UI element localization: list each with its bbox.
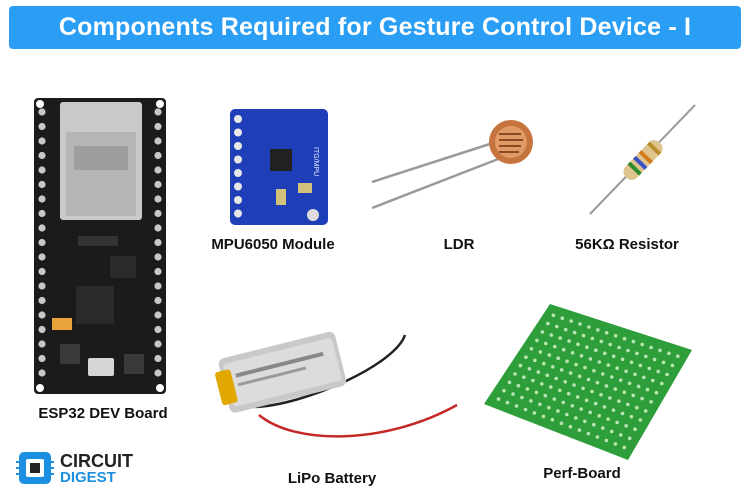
component-label-ldr: LDR [443, 236, 475, 253]
component-label-perfboard: Perf-Board [543, 465, 621, 482]
esp32-board-icon [34, 98, 166, 394]
circuit-digest-logo-icon [16, 452, 54, 484]
resistor-icon [589, 104, 696, 215]
page-title: Components Required for Gesture Control … [58, 13, 692, 41]
component-label-resistor: 56KΩ Resistor [575, 236, 679, 253]
ldr-icon [371, 120, 533, 210]
logo-line2: DIGEST [60, 469, 116, 486]
lipo-battery-icon [215, 331, 458, 438]
component-label-lipo: LiPo Battery [287, 470, 377, 487]
logo-line1: CIRCUIT [60, 451, 133, 471]
perf-board-icon [484, 304, 692, 460]
component-label-mpu6050: MPU6050 Module [211, 236, 335, 253]
component-label-esp32: ESP32 DEV Board [38, 405, 168, 422]
svg-text:ITG/MPU: ITG/MPU [312, 147, 319, 176]
mpu6050-module-icon: ITG/MPU [230, 109, 328, 225]
title-banner: Components Required for Gesture Control … [9, 6, 741, 49]
